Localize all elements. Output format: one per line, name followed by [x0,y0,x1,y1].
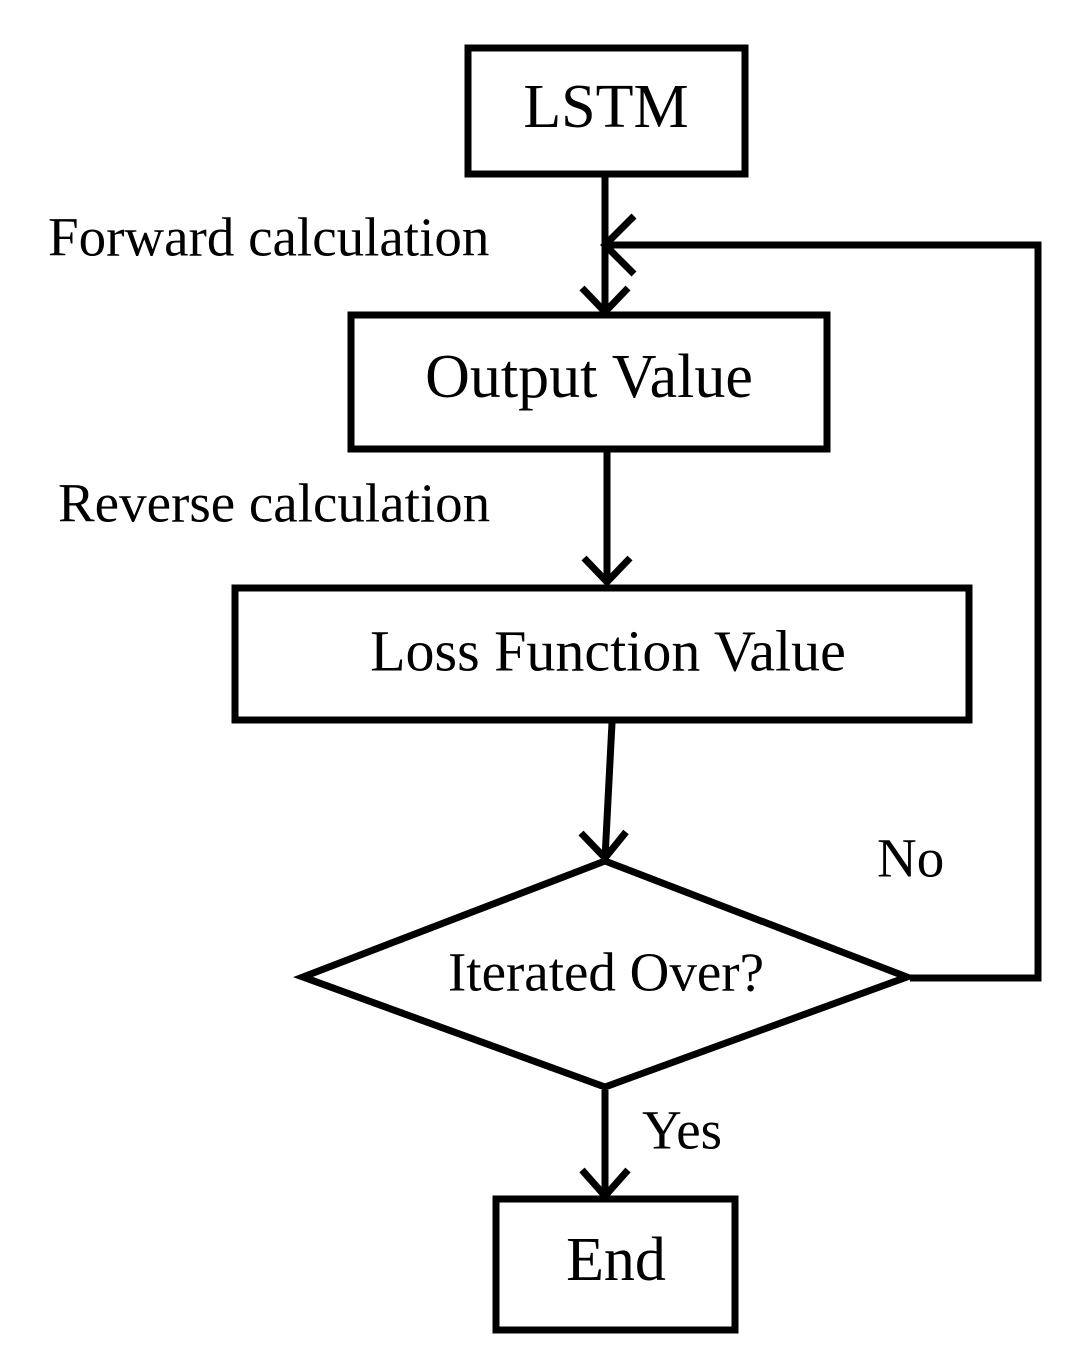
node-output-value[interactable] [347,311,831,453]
node-loss-function-value-label: Loss Function Value [370,618,846,683]
node-iterated-over[interactable] [293,857,917,1091]
node-end-label: End [566,1226,666,1294]
edge-label-forward-calculation: Forward calculation [48,207,489,268]
node-output-value-label: Output Value [425,343,753,411]
node-lstm-label: LSTM [523,73,688,141]
node-end[interactable] [492,1195,739,1334]
node-lstm[interactable] [464,44,749,178]
node-loss-function-value[interactable] [231,584,973,724]
node-iterated-over-label: Iterated Over? [448,942,764,1003]
edge-label-reverse-calculation: Reverse calculation [58,473,490,534]
connector-loss-to-decision [601,722,616,859]
connector-no-feedback-loop [605,241,1042,982]
edge-label-no: No [877,828,944,889]
arrowhead-output-to-loss [581,555,633,588]
edge-label-yes: Yes [642,1100,722,1161]
arrowhead-no-feedback-loop [600,213,637,277]
